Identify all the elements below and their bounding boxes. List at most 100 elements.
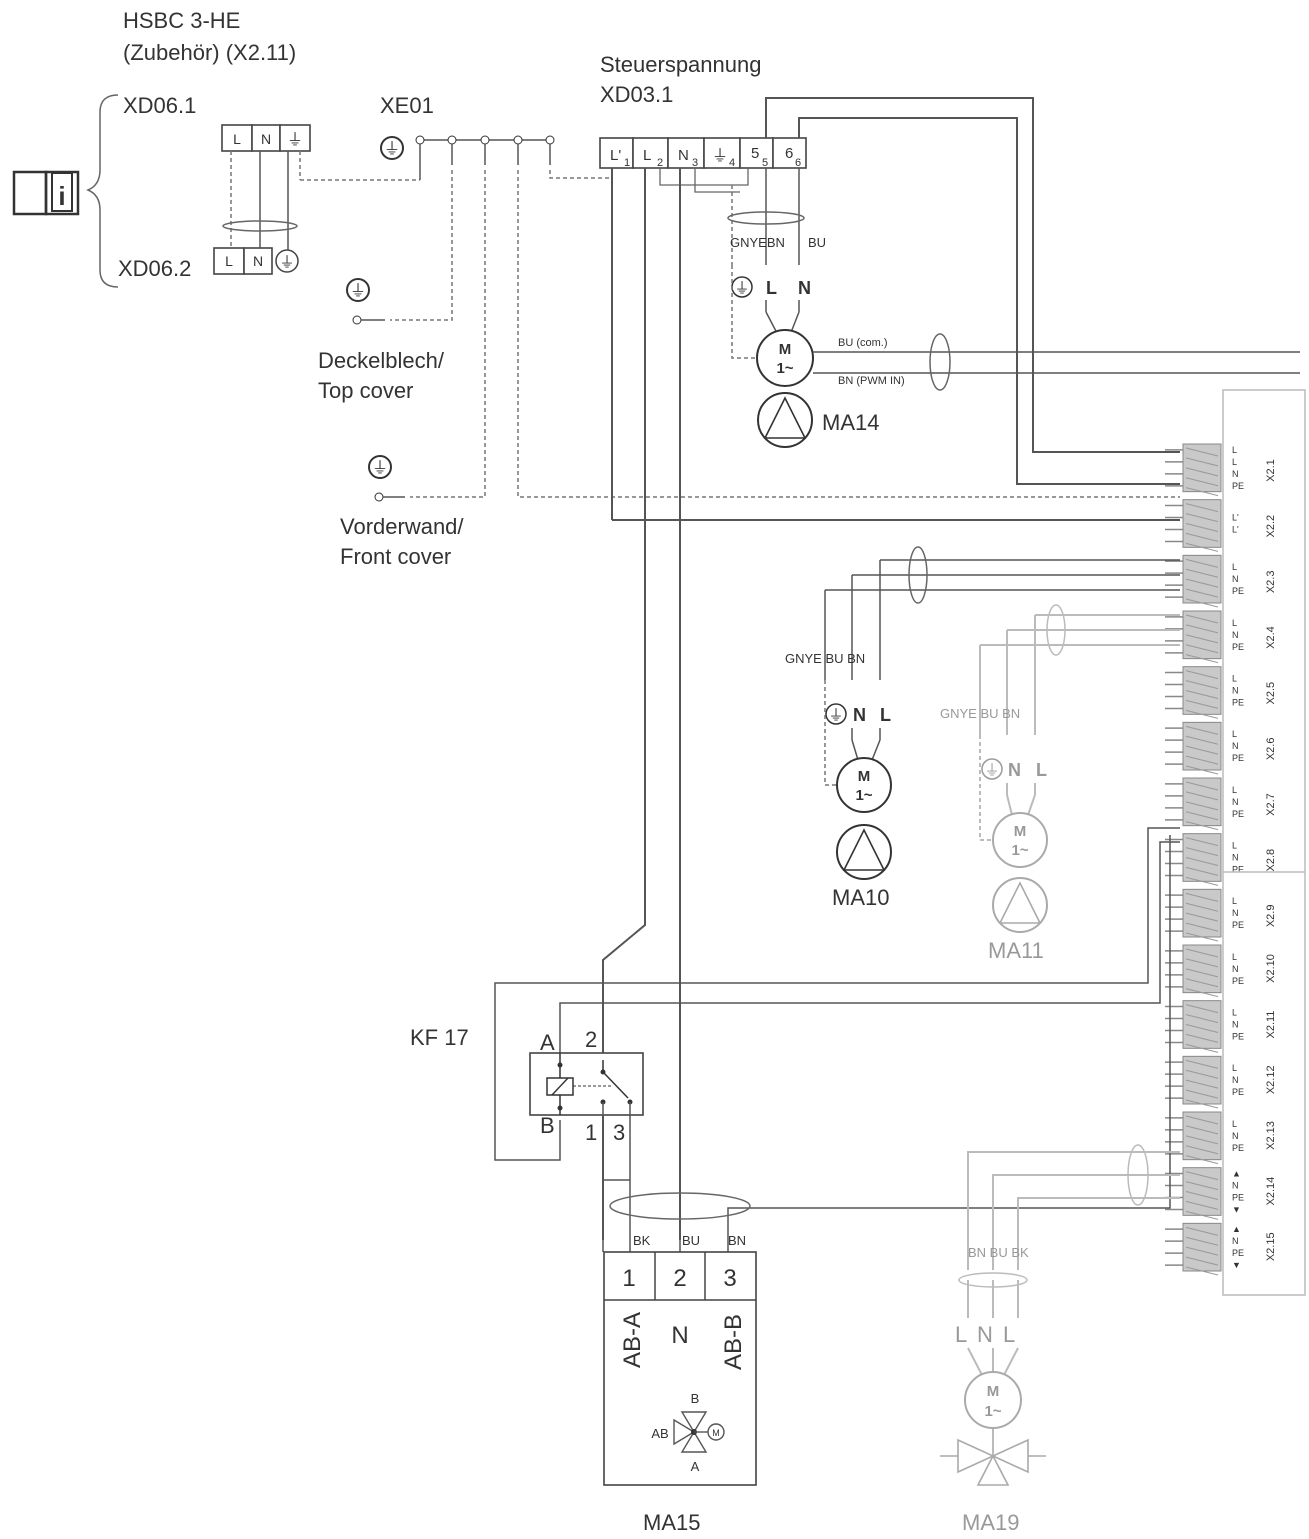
kf17-pin-b: B (540, 1113, 555, 1138)
xe01-ground-bus: ⏚ (380, 135, 555, 180)
x2-terminal-id: X2.6 (1265, 738, 1277, 761)
svg-text:⏚: ⏚ (384, 140, 400, 158)
x2-pin-label: L (1232, 1119, 1237, 1129)
svg-text:L: L (643, 147, 651, 164)
x2-pin-label: ▲ (1232, 1224, 1241, 1234)
svg-text:L': L' (610, 147, 621, 164)
front-cover-label-de: Vorderwand/ (340, 514, 464, 539)
x2-pin-label: L' (1232, 513, 1239, 523)
x2-pin-label: N (1232, 797, 1239, 807)
accessory-brace (86, 94, 119, 288)
ma15-func-n: N (671, 1322, 688, 1349)
x2-pin-label: L (1232, 445, 1237, 455)
svg-text:4: 4 (729, 157, 735, 169)
svg-text:⏚: ⏚ (279, 254, 294, 271)
front-cover-ground-icon (368, 455, 392, 479)
xd06-1-terminal-block: L N ⏚ (221, 124, 311, 152)
svg-text:A: A (691, 1459, 700, 1474)
ma15-wire-bu: BU (682, 1233, 700, 1248)
xd06-2-label: XD06.2 (118, 256, 191, 281)
front-cover-label-en: Front cover (340, 544, 451, 569)
svg-text:3: 3 (692, 157, 698, 169)
kf17-pin-a: A (540, 1030, 555, 1055)
ma15-actuator: 1 2 3 AB-A N AB-B (603, 1251, 757, 1486)
svg-text:⏚: ⏚ (984, 762, 999, 779)
ma14-pump-icon (757, 392, 813, 448)
kf17-label: KF 17 (410, 1025, 469, 1050)
svg-text:M: M (987, 1383, 1000, 1400)
ma10-pump-icon (836, 824, 892, 880)
x2-pin-label: PE (1232, 642, 1244, 652)
x2-pin-label: PE (1232, 1248, 1244, 1258)
x2-pin-label: PE (1232, 1087, 1244, 1097)
ma15-func-ab-a: AB-A (619, 1312, 646, 1368)
ma15-terminal-1: 1 (622, 1265, 635, 1292)
svg-text:L: L (955, 1322, 967, 1347)
svg-text:1~: 1~ (984, 1403, 1001, 1420)
ma19-wire-colors: BN BU BK (968, 1245, 1029, 1260)
x2-pin-label: PE (1232, 1143, 1244, 1153)
x2-pin-label: L (1232, 1008, 1237, 1018)
top-cover-ground: ⏚ (346, 278, 385, 325)
ma15-terminal-3: 3 (723, 1265, 736, 1292)
hsbc-title: HSBC 3-HE (123, 8, 240, 33)
x2-pin-label: N (1232, 630, 1239, 640)
top-cover-label-en: Top cover (318, 378, 413, 403)
svg-text:⏚: ⏚ (372, 459, 388, 477)
x2-pin-label: N (1232, 964, 1239, 974)
svg-text:i: i (58, 181, 65, 211)
x2-pin-label: PE (1232, 809, 1244, 819)
svg-text:N: N (1008, 760, 1021, 780)
x2-pin-label: L (1232, 785, 1237, 795)
x2-pin-label: L (1232, 1063, 1237, 1073)
x2-pin-label: L (1232, 896, 1237, 906)
svg-text:L: L (766, 278, 777, 298)
x2-pin-label: PE (1232, 865, 1244, 875)
x2-pin-label: N (1232, 469, 1239, 479)
xe01-label: XE01 (380, 93, 434, 118)
kf17-pin-3: 3 (613, 1120, 625, 1145)
ma11-wire-colors: GNYE BU BN (940, 706, 1020, 721)
ma10-wire-colors: GNYE BU BN (785, 651, 865, 666)
ma19-label: MA19 (962, 1510, 1019, 1535)
ma14-wire-colors: GNYEBN (730, 235, 785, 250)
kf17-pin-2: 2 (585, 1027, 597, 1052)
ma10-label: MA10 (832, 885, 889, 910)
svg-text:2: 2 (657, 157, 663, 169)
x2-pin-label: ▼ (1232, 1205, 1241, 1215)
svg-text:⏚: ⏚ (350, 282, 366, 300)
ma11-pump-icon (992, 877, 1048, 933)
x2-pin-label: PE (1232, 1032, 1244, 1042)
ma19-motor: M 1~ (964, 1371, 1022, 1429)
svg-text:M: M (779, 341, 792, 358)
xd06-2-ground-icon (275, 249, 299, 273)
svg-text:M: M (712, 1428, 720, 1438)
svg-text:N: N (853, 705, 866, 725)
x2-pin-label: N (1232, 1236, 1239, 1246)
x2-terminal-id: X2.13 (1265, 1121, 1277, 1150)
x2-terminal-id: X2.9 (1265, 905, 1277, 928)
steuerspannung-label: Steuerspannung (600, 52, 761, 77)
xd06-2-term-n: N (253, 253, 263, 269)
x2-pin-label: PE (1232, 481, 1244, 491)
xd06-1-term-l: L (233, 131, 241, 147)
x2-terminal-id: X2.11 (1265, 1011, 1277, 1039)
xd06-2-terminal-block: L N ⏚ (213, 247, 299, 275)
manual-book-icon: i (12, 170, 80, 216)
ma14-signal-pwm: BN (PWM IN) (838, 375, 905, 387)
ma10-motor: M 1~ (836, 757, 892, 813)
x2-terminal-id: X2.4 (1265, 626, 1277, 649)
kf17-relay (529, 1052, 644, 1116)
xd06-1-term-pe: ⏚ (287, 131, 303, 149)
svg-text:AB: AB (651, 1426, 668, 1441)
